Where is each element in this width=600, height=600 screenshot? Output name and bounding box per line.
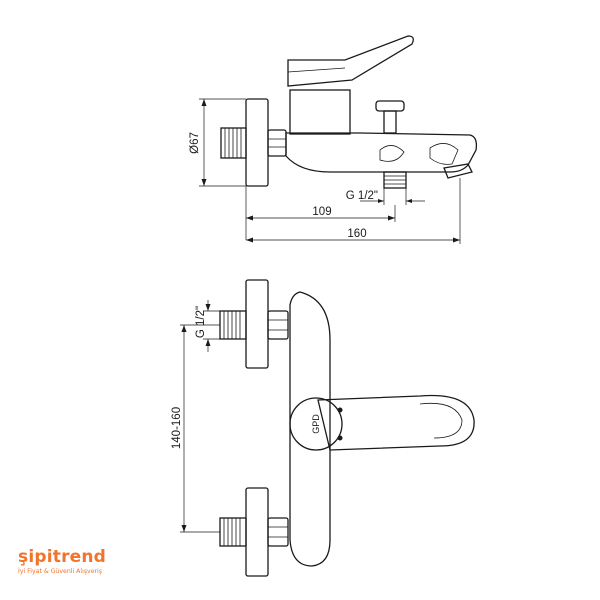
- length-160-label: 160: [347, 228, 366, 240]
- lever-handle: [287, 35, 414, 87]
- outlet-thread-label: G 1/2": [346, 190, 378, 202]
- diverter-knob-front: [289, 397, 343, 451]
- lower-wall-flange: [245, 487, 269, 577]
- spacing-dimension: [180, 324, 220, 533]
- front-thread-label: G 1/2": [195, 306, 207, 338]
- upper-wall-flange: [245, 279, 269, 369]
- length-109-label: 109: [312, 206, 331, 218]
- front-view: GPD G 1/2" 140-160: [171, 279, 475, 577]
- wall-flange: [245, 98, 269, 187]
- brand-logo: şipitrend İyi Fiyat & Güvenli Alışveriş: [18, 548, 106, 576]
- front-lever-handle: [317, 394, 475, 451]
- spout-aerator: [443, 163, 473, 179]
- diameter-dimension: [199, 98, 246, 187]
- length-109-dimension: [245, 186, 396, 240]
- brand-name: şipitrend: [18, 547, 107, 567]
- mixer-body: [285, 132, 478, 173]
- upper-threaded-connector: [219, 310, 247, 340]
- eccentric-nut: [267, 129, 287, 157]
- threaded-connector: [220, 127, 247, 159]
- front-thread-dimension: [203, 300, 220, 352]
- hot-marker: [337, 435, 343, 441]
- outlet-thread: [383, 171, 407, 189]
- front-mixer-body: [289, 291, 331, 567]
- side-view: Ø67 G 1/2" 109 160: [189, 35, 478, 244]
- diverter-knob: [375, 100, 405, 134]
- diameter-label: Ø67: [189, 132, 201, 154]
- outlet-thread-dimension: [360, 188, 425, 205]
- length-160-dimension: [246, 178, 461, 244]
- lower-threaded-connector: [219, 517, 247, 547]
- cartridge-housing: [289, 89, 351, 135]
- spacing-label: 140-160: [171, 407, 183, 449]
- cold-marker: [337, 407, 343, 413]
- brand-tagline: İyi Fiyat & Güvenli Alışveriş: [18, 568, 102, 575]
- upper-eccentric-nut: [267, 310, 289, 340]
- lower-eccentric-nut: [267, 517, 289, 547]
- knob-mark: GPD: [311, 414, 321, 434]
